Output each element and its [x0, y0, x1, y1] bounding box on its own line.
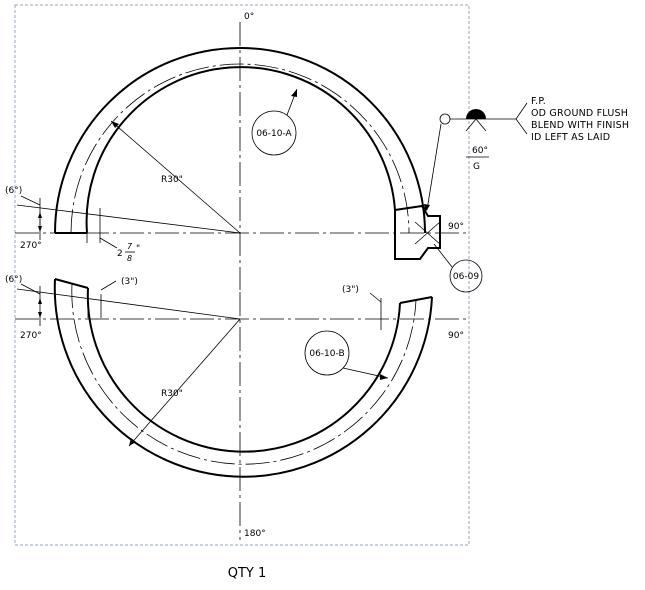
upper-radius-leader — [110, 120, 241, 234]
lower-radius-arrow — [129, 438, 136, 446]
angle-label-top: 0° — [244, 12, 254, 22]
upper-ring-inner-arc — [85, 66, 396, 234]
view-frame — [14, 4, 470, 546]
upper-tilt-arrow-b — [38, 226, 42, 232]
upper-radius-label: R30" — [161, 175, 183, 185]
tee-branch-line — [414, 221, 442, 246]
lower-right-leader — [369, 292, 382, 303]
lower-tilt-arrow-b — [38, 312, 42, 318]
weld-all-around-icon — [439, 113, 451, 125]
upper-ring-outer-arc — [54, 47, 426, 234]
upper-tilt-label: (6°) — [5, 186, 22, 196]
angle-label-left-upper: 270° — [20, 241, 42, 251]
angle-label-right-upper: 90° — [448, 222, 464, 232]
weld-symbol: 60° G F.P. OD GROUND FLUSH BLEND WITH FI… — [424, 96, 629, 213]
balloon-tee-leader — [433, 243, 453, 268]
lower-radius-leader — [128, 318, 241, 447]
lower-ring-inner-arc — [86, 287, 401, 453]
upper-tilt-arrow-a — [38, 212, 42, 218]
angle-label-bottom: 180° — [244, 529, 266, 539]
lower-tilt-line — [16, 288, 241, 320]
weld-note-3: BLEND WITH FINISH — [531, 120, 629, 131]
weld-bead-icon — [466, 109, 486, 119]
balloon-tee — [449, 259, 483, 293]
angle-label-right-lower: 90° — [448, 331, 464, 341]
offset-dim-prefix: 2 — [117, 249, 123, 259]
lower-ring-center-arc — [71, 283, 417, 465]
balloon-lower-pipe — [304, 330, 350, 376]
tee-branch-line-2 — [414, 220, 442, 245]
caption-qty: QTY 1 — [228, 566, 267, 581]
lower-right-label: (3") — [342, 285, 359, 295]
lower-ring-left-cap — [54, 278, 89, 289]
lower-tilt-leader — [20, 283, 41, 295]
weld-process-label: G — [473, 162, 480, 172]
offset-dim-suffix: " — [136, 244, 140, 254]
balloon-lower-pipe-label: 06-10-B — [309, 349, 344, 359]
offset-dim-num: 7 — [127, 242, 133, 251]
lower-ring — [53, 278, 433, 478]
lower-tilt-arrow-a — [38, 298, 42, 304]
balloon-upper-pipe — [251, 110, 297, 156]
weld-angle-label: 60° — [472, 146, 488, 156]
lower-radius-label: R30" — [161, 389, 183, 399]
offset-dim-leader — [99, 237, 118, 249]
weld-note-1: F.P. — [531, 96, 546, 107]
lower-tilt-label: (6°) — [5, 275, 22, 285]
balloon-lower-arrow — [380, 374, 388, 380]
weld-note-4: ID LEFT AS LAID — [531, 132, 610, 143]
weld-tail — [515, 102, 528, 135]
lower-ring-right-cap — [399, 296, 433, 304]
lower-mid-leader — [100, 280, 117, 291]
balloon-tee-label: 06-09 — [453, 272, 479, 282]
weld-note-2: OD GROUND FLUSH — [531, 108, 628, 119]
upper-tilt-line — [16, 204, 241, 234]
weld-arrow-leader — [426, 123, 442, 211]
tee-fitting — [394, 204, 442, 260]
lower-ring-outer-arc — [53, 278, 433, 478]
balloon-upper-pipe-label: 06-10-A — [256, 129, 292, 139]
upper-tilt-leader — [20, 195, 41, 206]
offset-dim-den: 8 — [127, 254, 132, 263]
upper-radius-arrow — [111, 121, 119, 128]
tee-body — [394, 204, 441, 260]
balloon-upper-arrow — [291, 89, 297, 97]
weld-arrow-head — [424, 204, 430, 213]
weld-groove-icon — [465, 118, 487, 132]
angle-label-left-lower: 270° — [20, 331, 42, 341]
lower-mid-label: (3") — [121, 277, 138, 287]
